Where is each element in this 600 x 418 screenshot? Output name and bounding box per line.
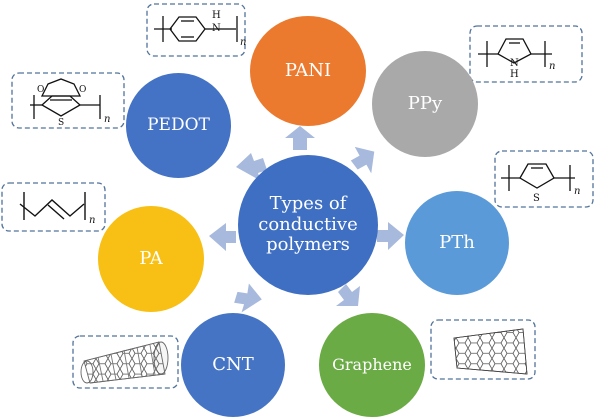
pedot-node: PEDOT: [126, 73, 231, 178]
ppy-structure-subscript: n: [549, 61, 555, 72]
pani-structure-n: N: [212, 23, 221, 34]
pedot-structure-box: [11, 72, 125, 129]
ppy-structure-h: H: [510, 69, 519, 80]
pointer-arrows: [209, 126, 404, 313]
pedot-structure-s: S: [58, 118, 64, 128]
structure-boxes: [1, 3, 594, 389]
arrow-to-pedot: [236, 153, 267, 181]
pth-node: PTh: [405, 191, 509, 295]
cnt-structure: [80, 341, 169, 384]
pa-structure-subscript: n: [89, 215, 95, 226]
cnt-structure-box: [72, 335, 179, 389]
pedot-structure-subscript: n: [104, 114, 110, 125]
center-node: Types of conductive polymers: [238, 155, 378, 295]
pth-label: PTh: [439, 231, 475, 253]
graphene-label: Graphene: [332, 354, 412, 374]
ppy-structure-box: [469, 25, 583, 83]
pani-label: PANI: [284, 59, 332, 81]
arrow-to-ppy: [350, 146, 375, 174]
cnt-node: CNT: [181, 313, 285, 417]
ppy-label: PPy: [407, 92, 443, 114]
graphene-structure-box: [430, 319, 536, 380]
pedot-structure-o-left: O: [37, 85, 44, 95]
pani-structure-h: H: [212, 10, 221, 21]
arrow-to-graphene: [336, 284, 360, 306]
pa-label: PA: [139, 247, 163, 269]
ppy-node: PPy: [372, 51, 478, 157]
pth-structure-s: S: [533, 193, 540, 204]
pedot-label: PEDOT: [147, 114, 210, 135]
graphene-structure: [453, 328, 528, 375]
pa-node: PA: [98, 206, 204, 312]
arrow-to-cnt: [234, 283, 262, 313]
cnt-label: CNT: [212, 353, 254, 375]
ppy-structure: N H n: [478, 38, 555, 80]
pani-node: PANI: [250, 16, 366, 126]
graphene-node: Graphene: [319, 313, 425, 417]
pth-structure-subscript: n: [574, 186, 580, 197]
ppy-structure-n: N: [510, 58, 519, 69]
pani-structure-subscript: n: [240, 37, 246, 48]
pedot-structure: O O S n: [30, 78, 110, 128]
pani-structure-box: [146, 3, 246, 57]
pani-structure: H N n: [154, 10, 246, 48]
pth-structure-box: [494, 150, 594, 208]
arrow-to-pani: [285, 126, 315, 150]
pa-structure-box: [1, 182, 106, 232]
pedot-structure-o-right: O: [79, 85, 86, 95]
arrow-to-pa: [209, 223, 236, 251]
arrow-to-pth: [377, 222, 404, 250]
center-label: Types of conductive polymers: [258, 192, 358, 256]
pth-structure: S n: [501, 163, 580, 204]
pa-structure: n: [19, 192, 95, 226]
